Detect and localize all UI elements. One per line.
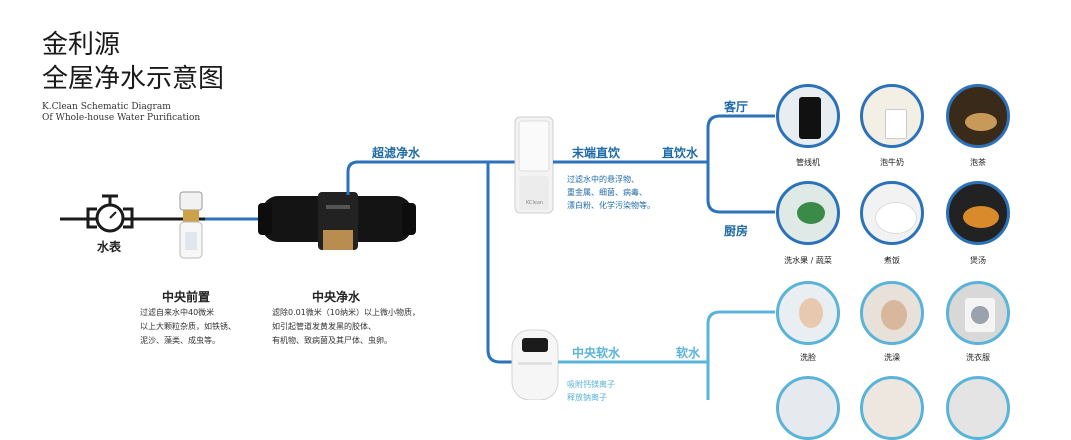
rice-icon <box>860 181 924 245</box>
pipe-diagram <box>60 114 775 400</box>
use-label: 洗衣服 <box>966 353 990 362</box>
extra-use-icon <box>946 376 1010 440</box>
softener-desc-line: 吸附钙镁离子 <box>567 380 615 389</box>
soft-up-branch <box>706 310 775 362</box>
branch-pipe <box>486 162 515 364</box>
terminal-desc-line: 过滤水中的悬浮物、 <box>567 175 639 184</box>
living-branch <box>706 114 775 162</box>
device-brand: KClean <box>526 200 544 206</box>
soft-label: 软水 <box>676 346 701 360</box>
page-subtitle: K.Clean Schematic Diagram Of Whole-house… <box>42 102 200 124</box>
central-purifier-line: 滤除0.01微米（10纳米）以上微小物质， <box>272 308 420 317</box>
central-purifier-caption: 中央净水 <box>312 288 360 305</box>
softener-desc: 吸附钙镁离子 释放钠离子 <box>567 378 615 404</box>
kitchen-label: 厨房 <box>724 224 749 238</box>
use-label: 洗脸 <box>800 353 816 362</box>
central-purifier-line: 有机物、致病菌及其尸体、虫卵。 <box>272 336 392 345</box>
softener-desc-line: 释放钠离子 <box>567 393 607 402</box>
use-label: 煮饭 <box>884 256 900 265</box>
milk-icon <box>860 84 924 148</box>
pre-filter-line: 泥沙、藻类、成虫等。 <box>140 336 220 345</box>
page-title: 金利源 全屋净水示意图 <box>42 28 224 96</box>
pre-filter-device <box>179 191 203 259</box>
face-wash-icon <box>776 281 840 345</box>
title-line-2: 全屋净水示意图 <box>42 64 225 94</box>
terminal-device <box>514 116 554 214</box>
terminal-label: 末端直饮 <box>572 146 621 160</box>
subtitle-line-2: Of Whole-house Water Purification <box>42 113 201 123</box>
water-meter-icon <box>86 194 134 233</box>
terminal-desc-line: 重金属、细菌、病毒、 <box>567 188 647 197</box>
use-label: 洗澡 <box>884 353 900 362</box>
softener-device <box>511 329 559 400</box>
use-label: 泡牛奶 <box>880 158 904 167</box>
pre-filter-desc: 过滤自来水中40微米 以上大颗粒杂质，如铁锈、 泥沙、藻类、成虫等。 <box>140 306 236 348</box>
central-purifier-line: 如引起管道发黄发黑的胶体、 <box>272 322 376 331</box>
ultra-pipe <box>346 160 515 195</box>
kitchen-branch <box>706 162 775 214</box>
soup-icon <box>946 181 1010 245</box>
ultra-label: 超滤净水 <box>372 146 421 160</box>
use-label: 泡茶 <box>970 158 986 167</box>
extra-use-icon <box>776 376 840 440</box>
title-line-1: 金利源 <box>42 30 121 60</box>
pre-filter-heading: 中央前置 <box>162 290 211 304</box>
central-purifier-desc: 滤除0.01微米（10纳米）以上微小物质， 如引起管道发黄发黑的胶体、 有机物、… <box>272 306 420 348</box>
direct-label: 直饮水 <box>662 146 699 160</box>
central-purifier-device <box>258 192 416 250</box>
use-label: 管线机 <box>796 158 820 167</box>
washing-machine-icon <box>946 281 1010 345</box>
vegetables-icon <box>776 181 840 245</box>
terminal-desc-line: 漂白粉、化学污染物等。 <box>567 201 655 210</box>
living-room-label: 客厅 <box>724 100 749 114</box>
soft-central-label: 中央软水 <box>572 346 621 360</box>
pre-filter-caption: 中央前置 <box>162 288 210 305</box>
meter-label: 水表 <box>97 240 122 254</box>
tea-icon <box>946 84 1010 148</box>
shower-icon <box>860 281 924 345</box>
extra-use-icon <box>860 376 924 440</box>
central-purifier-heading: 中央净水 <box>312 290 361 304</box>
pipeline-machine-icon <box>776 84 840 148</box>
terminal-desc: 过滤水中的悬浮物、 重金属、细菌、病毒、 漂白粉、化学污染物等。 <box>567 173 655 212</box>
use-label: 洗水果 / 蔬菜 <box>784 256 832 265</box>
subtitle-line-1: K.Clean Schematic Diagram <box>42 102 171 112</box>
use-label: 煲汤 <box>970 256 986 265</box>
pre-filter-line: 以上大颗粒杂质，如铁锈、 <box>140 322 236 331</box>
pre-filter-line: 过滤自来水中40微米 <box>140 308 215 317</box>
